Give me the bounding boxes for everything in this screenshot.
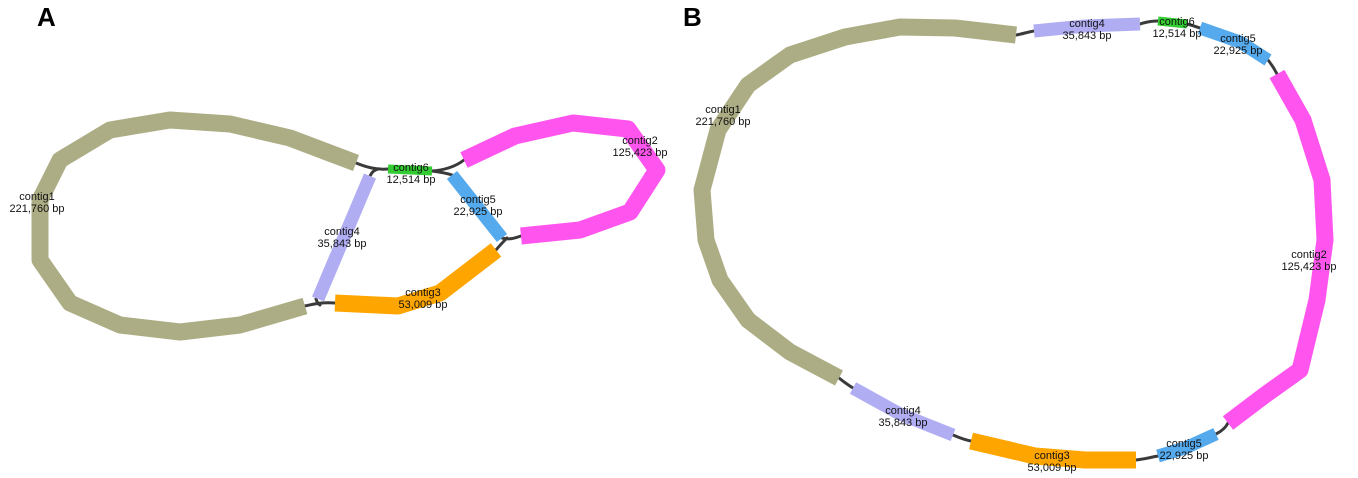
- svg-text:12,514 bp: 12,514 bp: [387, 174, 436, 186]
- b-contig1-segment: [693, 18, 1017, 386]
- svg-text:contig4: contig4: [324, 226, 359, 238]
- b-contig4-bottom-label: contig4 35,843 bp: [879, 405, 928, 429]
- a-contig2-segment: [460, 114, 666, 245]
- edge-b-contig3-contig4: [951, 433, 973, 443]
- svg-text:22,925 bp: 22,925 bp: [1160, 450, 1209, 462]
- edge-contig4-junction-bottom: [314, 297, 322, 307]
- a-contig3-label: contig3 53,009 bp: [399, 287, 448, 311]
- b-contig5-top-label: contig5 22,925 bp: [1214, 33, 1263, 57]
- edge-contig6-contig2: [430, 158, 466, 173]
- edge-b-contig5-contig2: [1266, 58, 1279, 76]
- edge-contig5-contig2: [500, 234, 523, 241]
- svg-text:35,843 bp: 35,843 bp: [318, 238, 367, 250]
- a-contig6-segment: [387, 164, 433, 176]
- a-contig3-segment: [334, 243, 502, 315]
- a-contig5-label: contig5 22,925 bp: [454, 194, 503, 218]
- edge-contig5-contig3: [494, 236, 509, 252]
- svg-text:53,009 bp: 53,009 bp: [399, 299, 448, 311]
- b-contig6-segment: [1157, 16, 1188, 29]
- svg-text:contig1: contig1: [705, 104, 740, 116]
- a-contig4-label: contig4 35,843 bp: [318, 226, 367, 250]
- svg-text:contig5: contig5: [1220, 33, 1255, 45]
- svg-text:12,514 bp: 12,514 bp: [1153, 28, 1202, 40]
- svg-text:22,925 bp: 22,925 bp: [454, 206, 503, 218]
- edge-b-contig4-contig1: [837, 376, 855, 390]
- panel-b-edges: [837, 19, 1279, 462]
- panel-b: B contig1 221,760 bp contig2 125,423: [683, 2, 1337, 474]
- a-contig5-segment: [446, 170, 508, 243]
- svg-text:contig4: contig4: [1069, 18, 1104, 30]
- edge-b-contig2-contig5: [1214, 421, 1230, 436]
- b-contig4-bottom-segment: [849, 382, 956, 442]
- panel-a-letter: A: [37, 2, 56, 32]
- svg-text:contig5: contig5: [1166, 438, 1201, 450]
- b-contig5-top-segment: [1197, 21, 1272, 66]
- svg-text:contig1: contig1: [19, 191, 54, 203]
- b-contig3-segment: [969, 432, 1136, 469]
- b-contig5-bottom-segment: [1156, 428, 1219, 463]
- edge-b-contig5-contig3: [1134, 454, 1160, 462]
- b-contig2-segment: [1222, 69, 1334, 430]
- svg-text:contig2: contig2: [622, 135, 657, 147]
- svg-text:221,760 bp: 221,760 bp: [695, 116, 750, 128]
- a-contig1-segment: [31, 111, 360, 341]
- svg-text:contig3: contig3: [405, 287, 440, 299]
- svg-text:22,925 bp: 22,925 bp: [1214, 45, 1263, 57]
- svg-text:35,843 bp: 35,843 bp: [1063, 30, 1112, 42]
- b-contig1-label: contig1 221,760 bp: [695, 104, 750, 128]
- a-contig2-label: contig2 125,423 bp: [612, 135, 667, 159]
- edge-contig4-junction-top: [368, 167, 380, 178]
- svg-text:125,423 bp: 125,423 bp: [1281, 261, 1336, 273]
- b-contig2-label: contig2 125,423 bp: [1281, 249, 1336, 273]
- svg-text:53,009 bp: 53,009 bp: [1028, 462, 1077, 474]
- edge-b-contig1-contig4: [1014, 29, 1036, 37]
- panel-a-edges: [303, 158, 523, 308]
- b-contig4-top-segment: [1033, 17, 1141, 38]
- edge-contig1-contig6: [354, 161, 390, 171]
- svg-text:221,760 bp: 221,760 bp: [9, 203, 64, 215]
- svg-text:contig5: contig5: [460, 194, 495, 206]
- a-contig1-label: contig1 221,760 bp: [9, 191, 64, 215]
- edge-contig6-contig5: [430, 169, 454, 177]
- edge-b-contig4-contig6: [1138, 19, 1160, 26]
- a-contig6-label: contig6 12,514 bp: [387, 162, 436, 186]
- b-contig3-label: contig3 53,009 bp: [1028, 450, 1077, 474]
- b-contig4-top-label: contig4 35,843 bp: [1063, 18, 1112, 42]
- panel-b-letter: B: [683, 2, 702, 32]
- svg-text:contig4: contig4: [885, 405, 920, 417]
- svg-text:contig6: contig6: [393, 162, 428, 174]
- b-contig6-label: contig6 12,514 bp: [1153, 16, 1202, 40]
- b-contig5-bottom-label: contig5 22,925 bp: [1160, 438, 1209, 462]
- svg-text:contig3: contig3: [1034, 450, 1069, 462]
- edge-b-contig6-contig5: [1185, 22, 1202, 30]
- svg-text:contig6: contig6: [1159, 16, 1194, 28]
- panel-a: A contig1 221,760 bp contig2 125,423 bp: [9, 2, 668, 341]
- svg-text:contig2: contig2: [1291, 249, 1326, 261]
- a-contig4-segment: [312, 173, 376, 302]
- svg-text:35,843 bp: 35,843 bp: [879, 417, 928, 429]
- svg-text:125,423 bp: 125,423 bp: [612, 147, 667, 159]
